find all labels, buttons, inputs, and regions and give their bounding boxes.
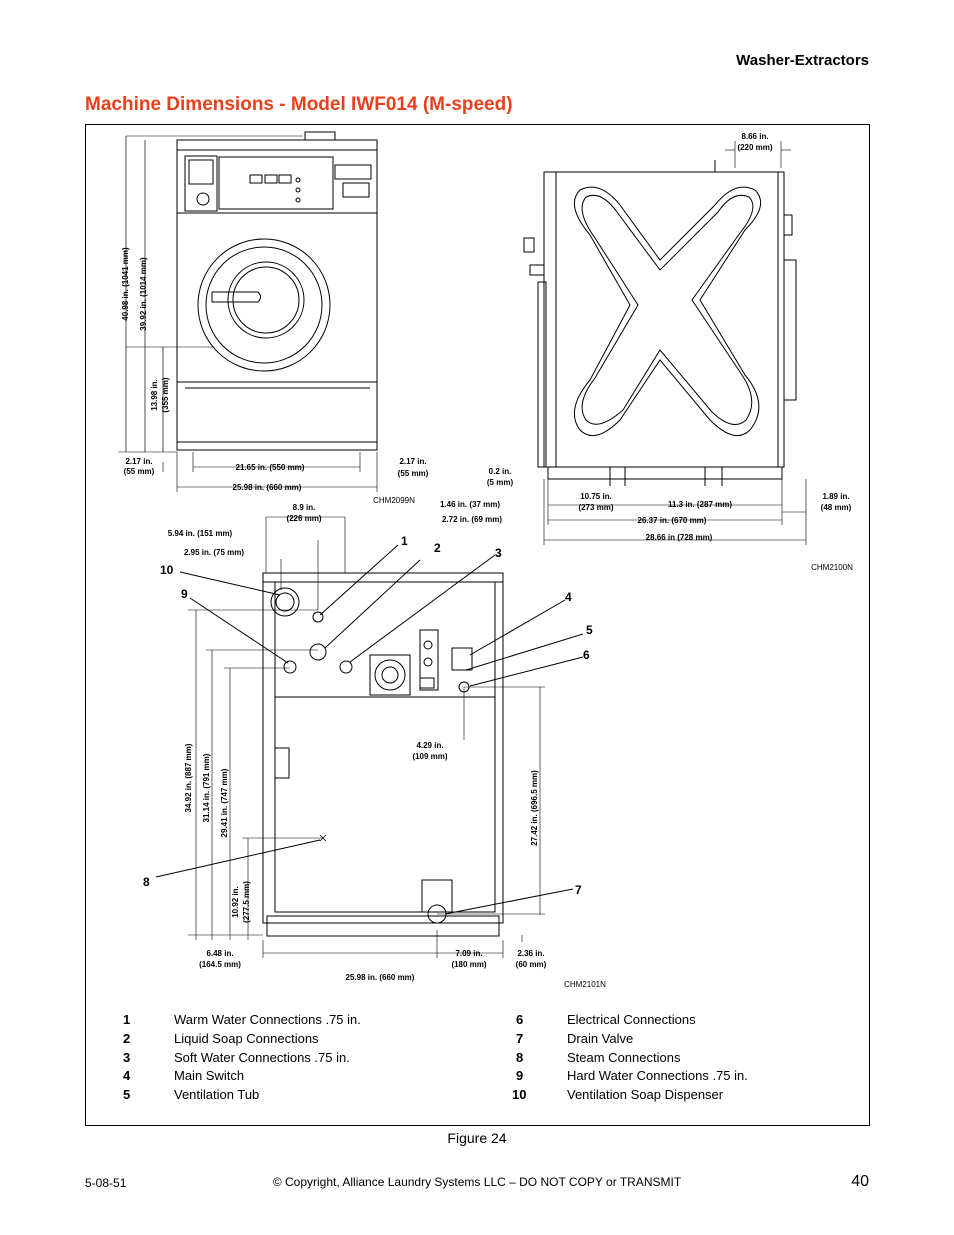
legend-num: 9 xyxy=(516,1068,524,1083)
dim-front-base-height: 13.98 in. xyxy=(150,379,159,411)
legend-num: 2 xyxy=(123,1031,131,1046)
legend-text: Ventilation Tub xyxy=(174,1087,260,1102)
doc-number: 5-08-51 xyxy=(85,1176,127,1190)
callout-leaders xyxy=(155,544,584,915)
rear-view-code: CHM2101N xyxy=(564,980,606,989)
dim-rear-3114: 31.14 in. (791 mm) xyxy=(202,753,211,822)
dim-side-189: 1.89 in. xyxy=(822,492,849,501)
copyright-notice: © Copyright, Alliance Laundry Systems LL… xyxy=(272,1175,682,1189)
side-view-code: CHM2100N xyxy=(811,563,853,572)
callout-8: 8 xyxy=(143,875,150,889)
dim-rear-2941: 29.41 in. (747 mm) xyxy=(220,768,229,837)
section-header: Washer-Extractors xyxy=(736,52,869,69)
front-view-drawing xyxy=(118,131,378,492)
dim-rear-429: 4.29 in. xyxy=(416,741,443,750)
dim-rear-89-mm: (226 mm) xyxy=(286,514,321,523)
legend-text: Main Switch xyxy=(174,1068,245,1083)
dim-side-top: 8.66 in. xyxy=(741,132,768,141)
dim-rear-2598: 25.98 in. (660 mm) xyxy=(346,973,415,982)
dim-side-189-mm: (48 mm) xyxy=(821,503,852,512)
callout-7: 7 xyxy=(575,883,582,897)
callout-10: 10 xyxy=(160,563,174,577)
dim-front-left-offset-mm: (55 mm) xyxy=(124,467,155,476)
legend-num: 7 xyxy=(516,1031,524,1046)
dim-side-1075-mm: (273 mm) xyxy=(578,503,613,512)
legend-num: 8 xyxy=(516,1050,524,1065)
legend-text: Steam Connections xyxy=(567,1050,681,1065)
dim-rear-429-mm: (109 mm) xyxy=(412,752,447,761)
dim-front-right-offset-mm: (55 mm) xyxy=(398,469,429,478)
legend-num: 5 xyxy=(123,1087,131,1102)
dim-rear-594: 5.94 in. (151 mm) xyxy=(168,529,233,538)
legend-text: Liquid Soap Connections xyxy=(174,1031,319,1046)
dim-rear-709-mm: (180 mm) xyxy=(451,960,486,969)
dim-rear-648: 6.48 in. xyxy=(206,949,233,958)
dim-rear-236: 2.36 in. xyxy=(517,949,544,958)
dim-rear-2742: 27.42 in. (696.5 mm) xyxy=(530,770,539,846)
dim-rear-648-mm: (164.5 mm) xyxy=(199,960,241,969)
dim-side-146: 1.46 in. (37 mm) xyxy=(440,500,500,509)
dim-rear-1092-mm: (277.5 mm) xyxy=(242,881,251,923)
callout-4: 4 xyxy=(565,590,572,604)
figure-frame xyxy=(85,124,870,1126)
dim-rear-3492: 34.92 in. (887 mm) xyxy=(184,743,193,812)
legend-text: Drain Valve xyxy=(567,1031,634,1046)
dim-side-top-mm: (220 mm) xyxy=(737,143,772,152)
dim-rear-236-mm: (60 mm) xyxy=(516,960,547,969)
dim-side-02-mm: (5 mm) xyxy=(487,478,514,487)
legend-num: 4 xyxy=(123,1068,131,1083)
page-number: 40 xyxy=(851,1173,869,1190)
dim-side-2637: 26.37 in. (670 mm) xyxy=(638,516,707,525)
legend-num: 3 xyxy=(123,1050,131,1065)
callout-2: 2 xyxy=(434,541,441,555)
rear-view-drawing xyxy=(188,516,545,958)
dim-front-height-total: 40.98 in. (1041 mm) xyxy=(121,247,130,321)
dim-side-272: 2.72 in. (69 mm) xyxy=(442,515,502,524)
legend-text: Hard Water Connections .75 in. xyxy=(567,1068,748,1083)
dim-front-height-top: 39.92 in. (1014 mm) xyxy=(139,257,148,331)
dim-front-total-width: 25.98 in. (660 mm) xyxy=(233,483,302,492)
callout-5: 5 xyxy=(586,623,593,637)
dim-rear-89: 8.9 in. xyxy=(293,503,316,512)
legend-text: Electrical Connections xyxy=(567,1012,696,1027)
legend-text: Warm Water Connections .75 in. xyxy=(174,1012,361,1027)
callout-3: 3 xyxy=(495,546,502,560)
dim-rear-1092: 10.92 in. xyxy=(231,886,240,918)
front-view-code: CHM2099N xyxy=(373,496,415,505)
figure-caption: Figure 24 xyxy=(447,1130,507,1146)
dim-front-base-height-mm: (355 mm) xyxy=(161,377,170,412)
legend-num: 10 xyxy=(512,1087,527,1102)
legend-text: Soft Water Connections .75 in. xyxy=(174,1050,350,1065)
dim-rear-295: 2.95 in. (75 mm) xyxy=(184,548,244,557)
legend-text: Ventilation Soap Dispenser xyxy=(567,1087,724,1102)
dim-side-2866: 28.66 in (728 mm) xyxy=(646,533,713,542)
dim-side-02: 0.2 in. xyxy=(489,467,512,476)
callout-6: 6 xyxy=(583,648,590,662)
dim-front-left-offset: 2.17 in. xyxy=(125,457,152,466)
legend-num: 6 xyxy=(516,1012,524,1027)
dim-rear-709: 7.09 in. xyxy=(455,949,482,958)
callout-9: 9 xyxy=(181,587,188,601)
side-view-drawing xyxy=(523,141,807,545)
dim-front-inner-width: 21.65 in. (550 mm) xyxy=(236,463,305,472)
dim-front-right-offset: 2.17 in. xyxy=(399,457,426,466)
dim-side-1075: 10.75 in. xyxy=(580,492,612,501)
legend-num: 1 xyxy=(123,1012,131,1027)
page-title: Machine Dimensions - Model IWF014 (M-spe… xyxy=(85,94,513,115)
dim-side-113: 11.3 in. (287 mm) xyxy=(668,500,732,509)
callout-1: 1 xyxy=(401,534,408,548)
